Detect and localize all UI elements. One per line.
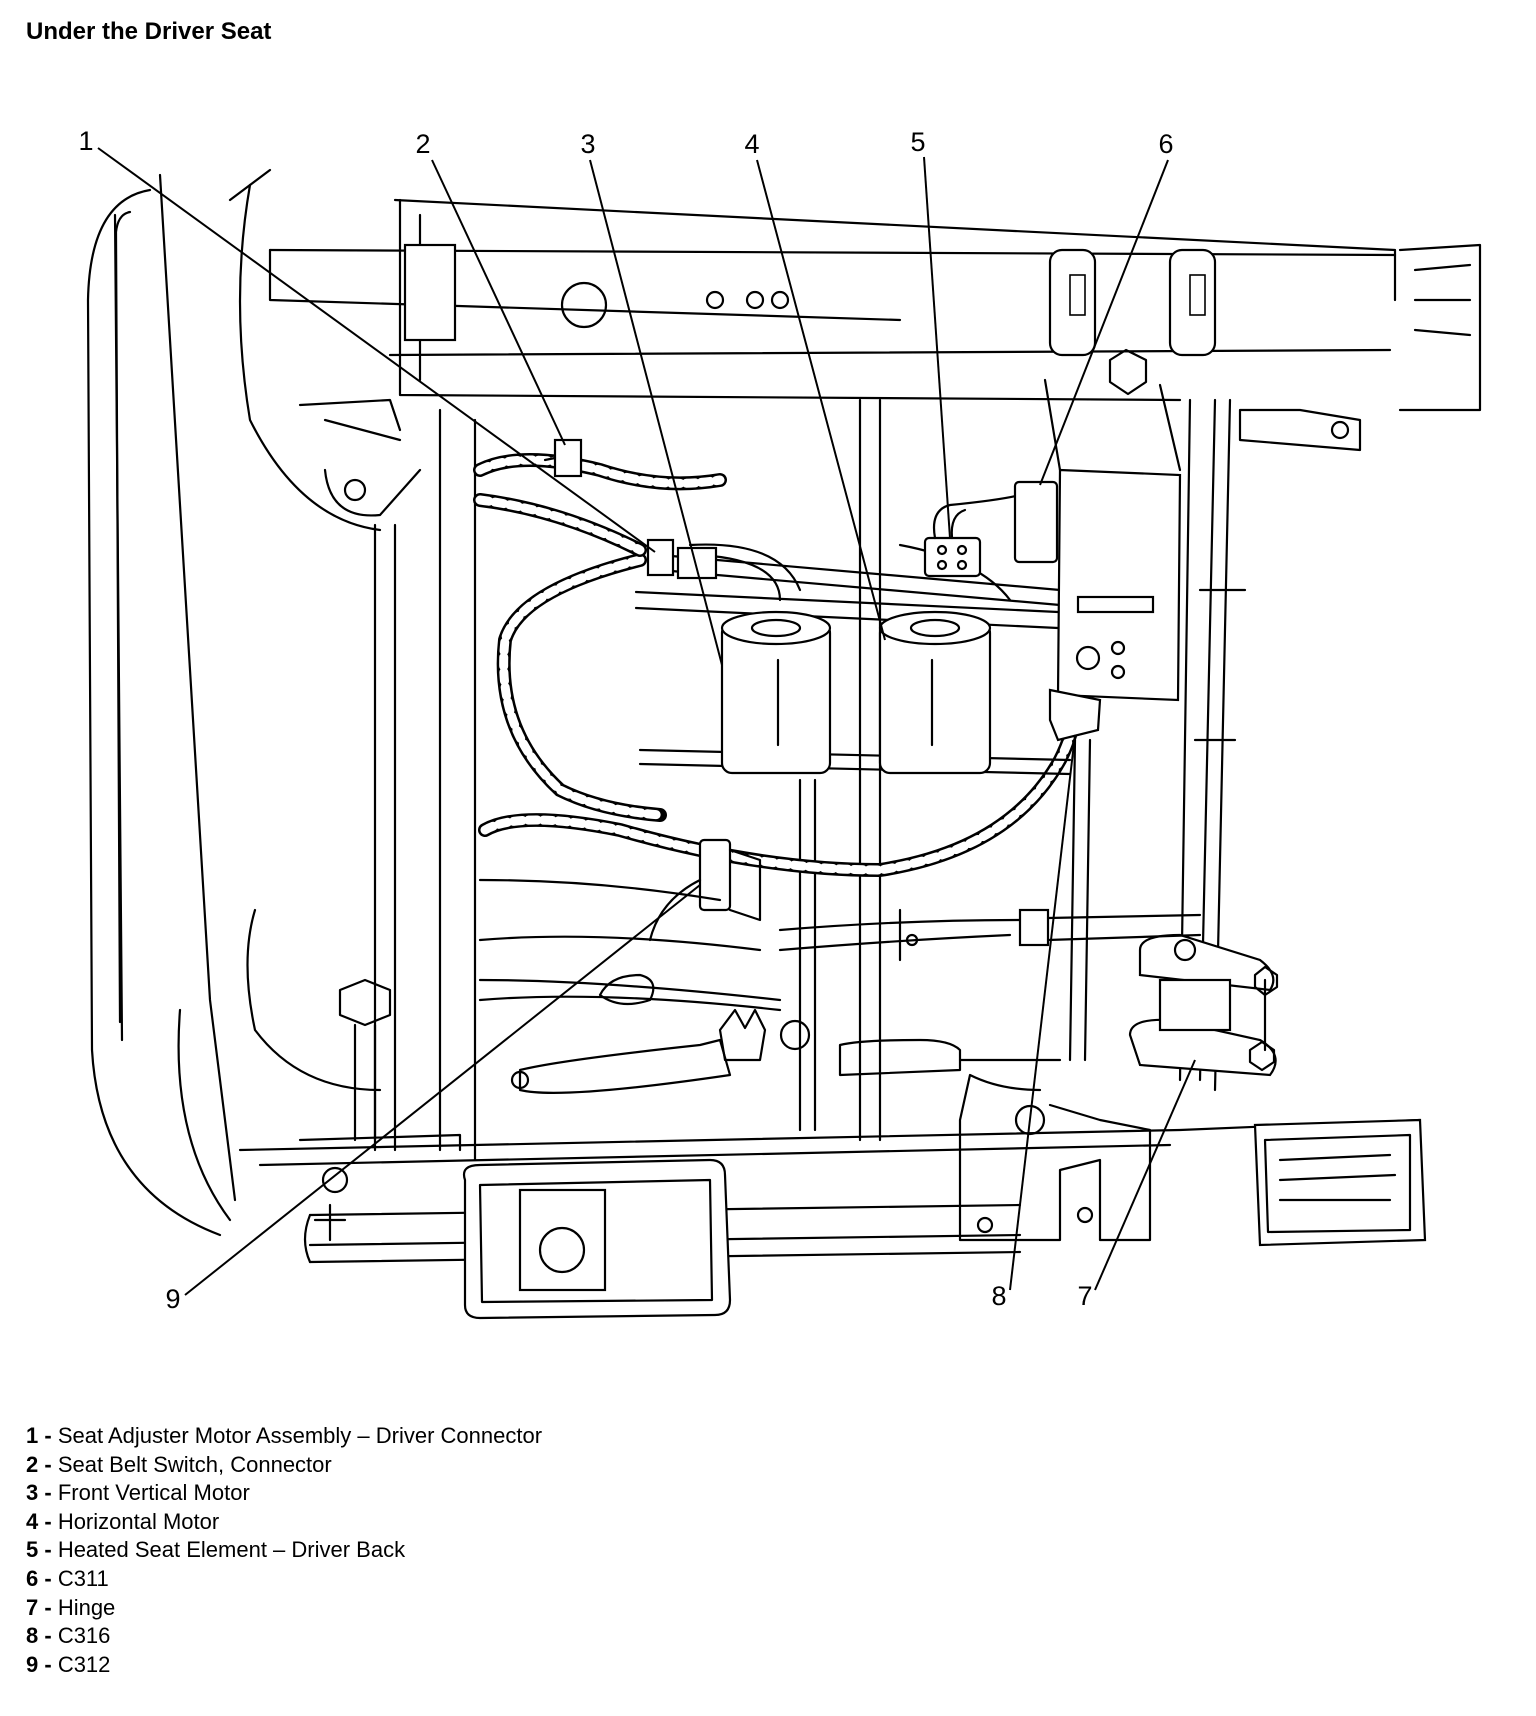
legend-item-5: 5Heated Seat Element – Driver Back: [26, 1536, 542, 1565]
legend-number: 4: [26, 1509, 58, 1534]
lower-frame: [338, 878, 1202, 1142]
callout-number-1: 1: [78, 126, 93, 156]
seat-underside-illustration: 1 2 3 4 5 6 7 8 9: [78, 126, 1482, 1320]
callout-number-9: 9: [165, 1284, 180, 1314]
legend-item-2: 2Seat Belt Switch, Connector: [26, 1451, 542, 1480]
seat-adjuster-connector: [646, 538, 718, 580]
legend-label: C316: [57, 1623, 111, 1649]
c316-connector: [1048, 688, 1102, 1062]
rear-track-rail: [268, 198, 1482, 517]
legend-item-4: 4Horizontal Motor: [26, 1508, 542, 1537]
leader-line-9: [184, 884, 701, 1296]
callout-number-5: 5: [910, 127, 925, 157]
diagram-title: Under the Driver Seat: [26, 18, 272, 45]
horizontal-motor: [878, 610, 992, 775]
legend-number: 8: [26, 1623, 58, 1648]
callout-number-3: 3: [580, 129, 595, 159]
legend-item-7: 7Hinge: [26, 1594, 542, 1623]
front-vertical-motor: [720, 610, 832, 775]
legend-number: 2: [26, 1452, 58, 1477]
legend-item-8: 8C316: [26, 1622, 542, 1651]
callout-legend: 1Seat Adjuster Motor Assembly – Driver C…: [26, 1422, 542, 1679]
legend-item-9: 9C312: [26, 1651, 542, 1680]
leader-line-3: [589, 159, 723, 666]
legend-label: Seat Adjuster Motor Assembly – Driver Co…: [57, 1423, 543, 1448]
leader-line-1: [97, 147, 656, 553]
leader-line-4: [756, 159, 886, 641]
legend-label: Heated Seat Element – Driver Back: [57, 1537, 406, 1563]
legend-number: 7: [26, 1595, 58, 1620]
callout-number-7: 7: [1077, 1281, 1092, 1311]
left-seat-cushion: [86, 168, 382, 1237]
legend-label: C312: [57, 1651, 111, 1677]
legend-number: 5: [26, 1537, 58, 1562]
legend-label: Horizontal Motor: [57, 1508, 220, 1534]
legend-number: 3: [26, 1480, 58, 1505]
legend-item-1: 1Seat Adjuster Motor Assembly – Driver C…: [26, 1422, 542, 1451]
callout-number-2: 2: [415, 129, 430, 159]
legend-label: Hinge: [57, 1594, 116, 1620]
leader-line-6: [1039, 159, 1169, 486]
legend-number: 9: [26, 1652, 58, 1677]
legend-item-6: 6C311: [26, 1565, 542, 1594]
hinge: [1128, 933, 1279, 1077]
leader-line-2: [431, 159, 566, 446]
callout-number-4: 4: [744, 129, 759, 159]
callout-number-6: 6: [1158, 129, 1173, 159]
leader-line-5: [923, 156, 951, 539]
callout-number-8: 8: [991, 1281, 1006, 1311]
c311-connector: [1013, 378, 1182, 702]
c312-connector: [648, 838, 762, 942]
leader-line-8: [1009, 734, 1076, 1291]
callout-numbers: 1 2 3 4 5 6 7 8 9: [78, 126, 1173, 1314]
motor-mounting-bars: [634, 590, 1072, 776]
legend-number: 6: [26, 1566, 58, 1591]
leader-lines: [97, 147, 1196, 1296]
leader-line-7: [1094, 1059, 1196, 1291]
seat-belt-switch-connector: [543, 438, 583, 478]
legend-label: Front Vertical Motor: [57, 1480, 250, 1506]
legend-label: Seat Belt Switch, Connector: [57, 1451, 332, 1477]
legend-number: 1: [26, 1423, 58, 1448]
legend-label: C311: [57, 1565, 109, 1591]
heated-seat-connector: [923, 493, 1022, 578]
front-track-rail: [238, 1073, 1427, 1320]
legend-item-3: 3Front Vertical Motor: [26, 1479, 542, 1508]
